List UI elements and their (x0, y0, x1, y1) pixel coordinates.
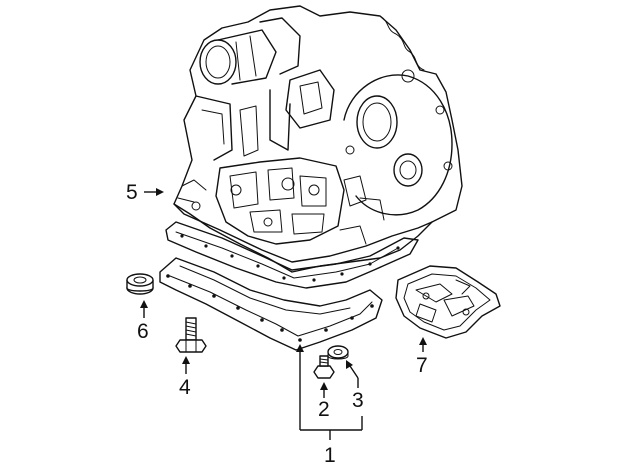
callout-4-label: 4 (179, 376, 191, 399)
callout-1-label: 1 (324, 444, 336, 467)
callout-3-label: 3 (352, 389, 364, 412)
callout-1: 1 (296, 344, 363, 467)
callout-7: 7 (416, 337, 428, 377)
case-gasket-flange (165, 221, 419, 289)
drain-plug (313, 355, 335, 379)
callout-5: 5 (126, 181, 164, 204)
bolt (175, 317, 207, 353)
drain-plug-washer (327, 345, 349, 360)
callout-6: 6 (137, 300, 149, 343)
callout-3: 3 (346, 360, 364, 412)
callout-5-label: 5 (126, 181, 138, 204)
transmission-filter (395, 265, 501, 339)
callout-4: 4 (179, 356, 191, 399)
transmission-case (173, 5, 463, 273)
callout-6-label: 6 (137, 320, 149, 343)
callout-2: 2 (318, 382, 330, 421)
oil-pan (159, 257, 383, 351)
callout-2-label: 2 (318, 398, 330, 421)
plug-cap (126, 273, 154, 295)
callout-7-label: 7 (416, 354, 428, 377)
